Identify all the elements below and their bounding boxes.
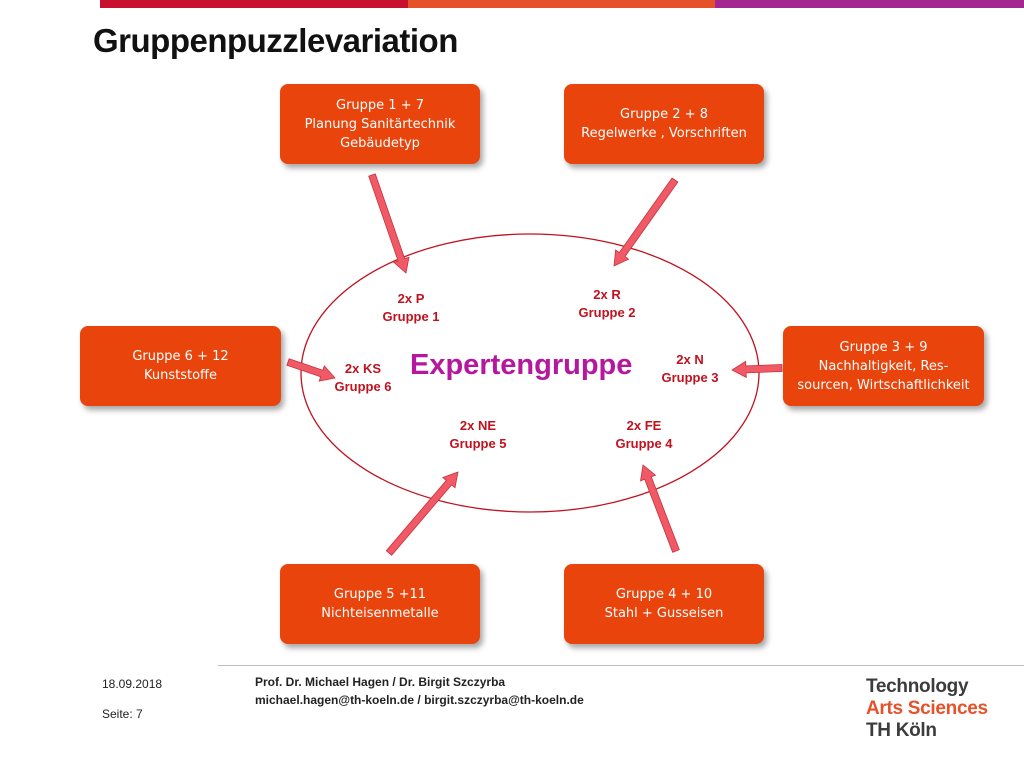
group-box-line: Gebäudetyp — [340, 135, 420, 151]
group-box-line: Regelwerke , Vorschriften — [581, 126, 747, 141]
arrow-group-4 — [639, 464, 680, 553]
group-box-line: Kunststoffe — [143, 368, 217, 383]
expert-group: Gruppe 5 — [449, 436, 507, 451]
expert-group: Gruppe 1 — [382, 309, 440, 324]
expert-label-n: 2x N Gruppe 3 — [650, 351, 730, 387]
logo-line-arts-sciences: Arts Sciences — [866, 698, 988, 719]
center-label-expertengruppe: Expertengruppe — [410, 349, 633, 381]
expert-label-r: 2x R Gruppe 2 — [567, 286, 647, 322]
footer-page-number: Seite: 7 — [102, 707, 143, 721]
top-bar-purple — [715, 0, 1024, 8]
expert-count: 2x P — [397, 291, 425, 306]
group-box-3-9: Gruppe 3 + 9 Nachhaltigkeit, Res-sourcen,… — [783, 326, 984, 406]
top-color-bar — [100, 0, 1024, 8]
arrow-group-1 — [368, 173, 410, 274]
group-box-line: Gruppe 1 + 7 — [336, 97, 424, 113]
top-bar-red — [100, 0, 408, 8]
expert-label-p: 2x P Gruppe 1 — [371, 290, 451, 326]
group-box-line: sourcen, Wirtschaftlichkeit — [797, 377, 970, 393]
slide-title: Gruppenpuzzlevariation — [93, 22, 458, 59]
group-box-line: Gruppe 4 + 10 — [615, 587, 713, 602]
expert-count: 2x FE — [626, 418, 662, 433]
expert-label-ne: 2x NE Gruppe 5 — [438, 417, 518, 453]
expert-count: 2x NE — [459, 418, 497, 433]
logo-line-th-koeln: TH Köln — [866, 720, 937, 741]
group-box-line: Gruppe 5 +11 — [333, 587, 427, 602]
group-box-line: Stahl + Gusseisen — [604, 606, 724, 621]
expert-count: 2x R — [593, 287, 621, 302]
expert-group: Gruppe 2 — [578, 305, 636, 320]
top-bar-orange — [408, 0, 715, 8]
footer-divider — [218, 665, 1024, 666]
footer-date: 18.09.2018 — [102, 677, 163, 691]
expert-label-fe: 2x FE Gruppe 4 — [604, 417, 684, 453]
arrow-layer — [286, 173, 783, 556]
expert-label-ks: 2x KS Gruppe 6 — [323, 360, 403, 396]
expert-group: Gruppe 3 — [661, 370, 719, 385]
th-koeln-logo: Technology Arts Sciences TH Köln — [866, 676, 988, 742]
footer-emails: michael.hagen@th-koeln.de / birgit.szczy… — [255, 693, 584, 707]
group-box-4-10: Gruppe 4 + 10 Stahl + Gusseisen — [564, 564, 764, 644]
footer-authors: Prof. Dr. Michael Hagen / Dr. Birgit Szc… — [255, 675, 506, 689]
group-box-line: Gruppe 6 + 12 — [132, 349, 229, 364]
expert-group: Gruppe 6 — [334, 379, 392, 394]
group-box-2-8: Gruppe 2 + 8 Regelwerke , Vorschriften — [564, 84, 764, 164]
expert-count: 2x KS — [344, 361, 382, 376]
logo-line-technology: Technology — [866, 676, 969, 697]
group-box-line: Gruppe 3 + 9 — [839, 339, 928, 355]
arrow-group-3 — [731, 360, 783, 379]
expert-count: 2x N — [676, 352, 704, 367]
group-box-6-12: Gruppe 6 + 12 Kunststoffe — [80, 326, 281, 406]
arrow-group-2 — [613, 177, 679, 267]
arrow-group-5 — [385, 471, 459, 556]
group-box-line: Gruppe 2 + 8 — [620, 107, 708, 122]
group-box-line: Nachhaltigkeit, Res- — [818, 358, 949, 374]
expert-group-ellipse — [300, 233, 760, 513]
group-box-line: Nichteisenmetalle — [321, 606, 439, 621]
group-box-line: Planung Sanitärtechnik — [304, 116, 456, 132]
expert-group: Gruppe 4 — [615, 436, 673, 451]
arrow-group-6 — [286, 358, 336, 382]
